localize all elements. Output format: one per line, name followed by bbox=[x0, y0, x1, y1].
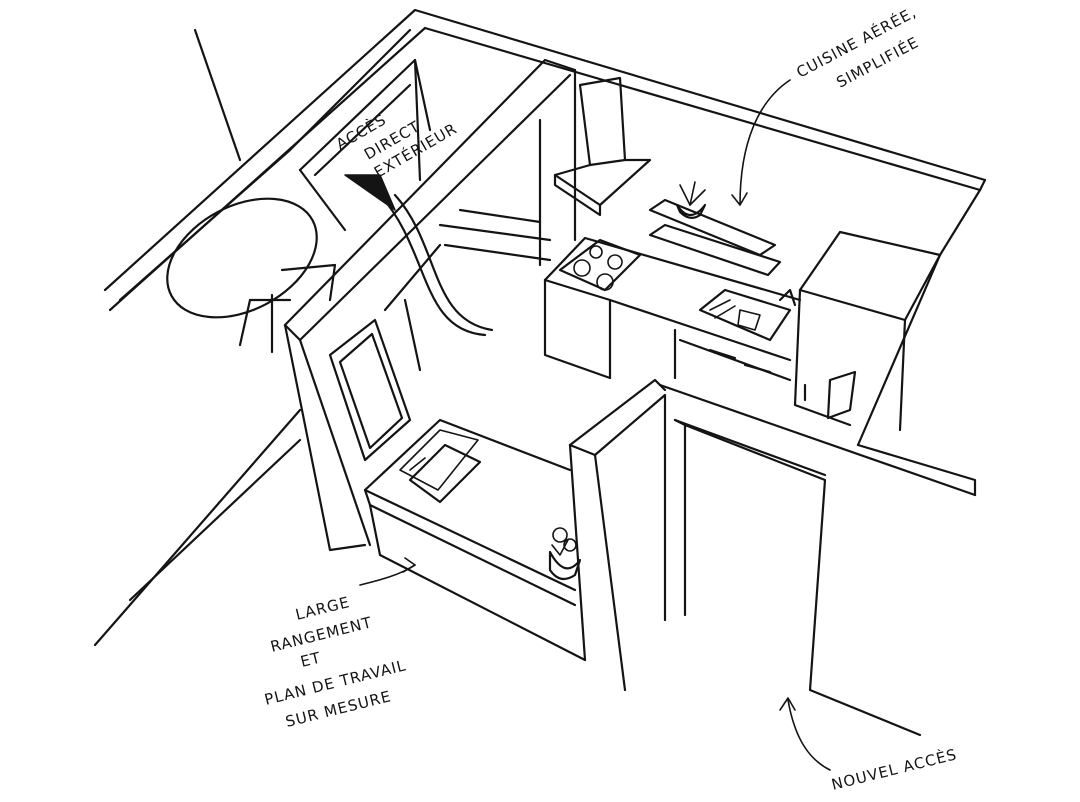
kitchen-annotation: CUISINE AÉRÉE, SIMPLIFIÉE bbox=[793, 2, 922, 91]
range-hood bbox=[553, 76, 652, 217]
new-access-label: NOUVEL ACCÈS bbox=[829, 744, 959, 794]
plant-shelf bbox=[675, 181, 707, 219]
storage-column bbox=[283, 243, 442, 552]
partition-wall bbox=[283, 58, 577, 342]
storage-annotation: LARGE RANGEMENT ET PLAN DE TRAVAIL SUR M… bbox=[263, 593, 408, 731]
round-table bbox=[166, 197, 337, 354]
custom-worktop bbox=[363, 418, 587, 662]
exterior-door bbox=[298, 58, 432, 232]
leader-lines bbox=[359, 79, 831, 771]
storage-label-line2: RANGEMENT bbox=[269, 613, 374, 656]
wall-shelves bbox=[648, 198, 782, 277]
fridge bbox=[793, 230, 942, 432]
storage-label-line3: ET bbox=[299, 648, 323, 670]
new-doorway bbox=[673, 418, 922, 737]
new-access-annotation: NOUVEL ACCÈS bbox=[829, 744, 959, 794]
exterior-arrow bbox=[344, 174, 494, 337]
sink bbox=[698, 288, 797, 342]
door-pillar bbox=[568, 378, 667, 692]
kitchen-counter bbox=[543, 236, 802, 382]
